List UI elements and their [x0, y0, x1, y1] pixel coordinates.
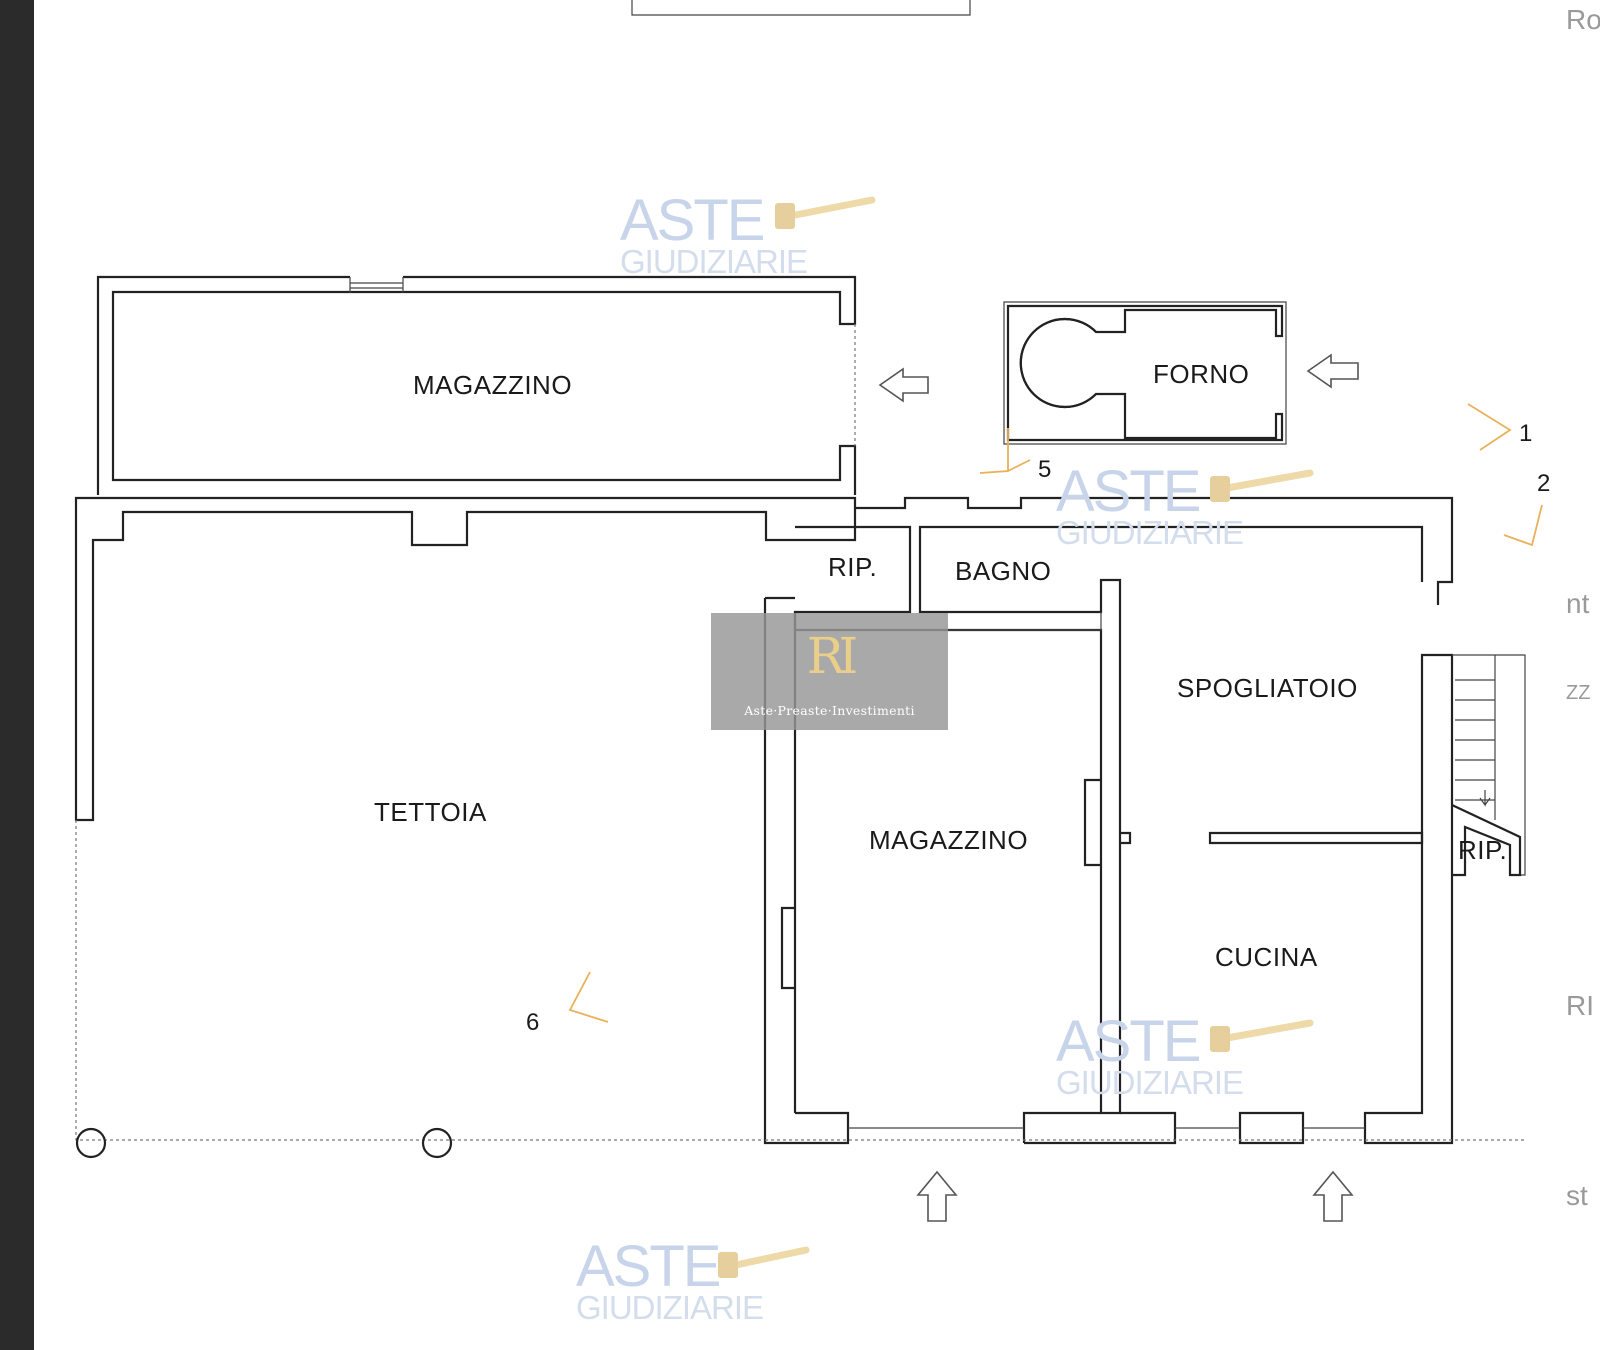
room-label-forno: FORNO: [1153, 359, 1249, 389]
pillar-right: [421, 1127, 453, 1159]
watermark-aste: ASTE GIUDIZIARIE: [576, 1234, 810, 1326]
watermark-aste: ASTE GIUDIZIARIE: [1056, 1009, 1314, 1101]
left-arrow-icon: [1306, 353, 1359, 389]
photo-marker: 2: [1537, 470, 1550, 497]
logo-aste-preaste-investimenti: RI Aste·Preaste·Investimenti: [711, 613, 948, 730]
svg-text:GIUDIZIARIE: GIUDIZIARIE: [1056, 1064, 1243, 1101]
logo-text: Aste·Preaste·Investimenti: [744, 703, 915, 718]
right-background-strip: Ro nt ZZ RI st: [1564, 0, 1600, 1350]
camera-angle-icon: [1503, 504, 1543, 547]
photo-marker: 6: [526, 1009, 539, 1036]
floor-plan-sheet: 1 2 5 6 ASTE GIUDIZIARIE ASTE GIUDIZIARI…: [34, 0, 1564, 1350]
tettoia-walls: [74, 496, 857, 1159]
forno-walls: [1003, 301, 1287, 445]
watermark-aste: ASTE GIUDIZIARIE: [1056, 459, 1314, 551]
up-arrow-icon: [1312, 1170, 1354, 1222]
pillar-left: [75, 1127, 107, 1159]
room-label-bagno: BAGNO: [955, 556, 1051, 586]
svg-text:ASTE: ASTE: [620, 188, 764, 253]
logo-mark: RI: [806, 627, 858, 685]
camera-angle-icon: [1467, 403, 1512, 451]
photo-marker: 1: [1519, 420, 1532, 447]
magazzino-top-walls: [96, 275, 857, 495]
svg-text:ASTE: ASTE: [1056, 1009, 1200, 1074]
room-label-magazzino-top: MAGAZZINO: [413, 370, 572, 400]
main-building-walls: [763, 496, 1526, 1145]
top-frame: [631, 0, 971, 16]
photo-marker: 5: [1038, 456, 1051, 483]
up-arrow-icon: [916, 1170, 958, 1222]
room-label-tettoia: TETTOIA: [374, 797, 487, 827]
camera-angle-icon: [979, 428, 1031, 474]
floor-plan: 1 2 5 6 ASTE GIUDIZIARIE ASTE GIUDIZIARI…: [74, 0, 1550, 1326]
svg-text:GIUDIZIARIE: GIUDIZIARIE: [576, 1289, 763, 1326]
svg-text:ASTE: ASTE: [1056, 459, 1200, 524]
svg-text:GIUDIZIARIE: GIUDIZIARIE: [1056, 514, 1243, 551]
camera-angle-icon: [568, 971, 609, 1023]
room-label-cucina: CUCINA: [1215, 942, 1318, 972]
room-label-spogliatoio: SPOGLIATOIO: [1177, 673, 1358, 703]
svg-text:GIUDIZIARIE: GIUDIZIARIE: [620, 243, 807, 280]
room-label-rip-right: RIP.: [1458, 835, 1507, 865]
room-label-magazzino-main: MAGAZZINO: [869, 825, 1028, 855]
room-label-rip-top: RIP.: [828, 552, 877, 582]
svg-text:ASTE: ASTE: [576, 1234, 720, 1299]
left-arrow-icon: [878, 367, 929, 403]
watermark-aste: ASTE GIUDIZIARIE: [620, 188, 876, 280]
